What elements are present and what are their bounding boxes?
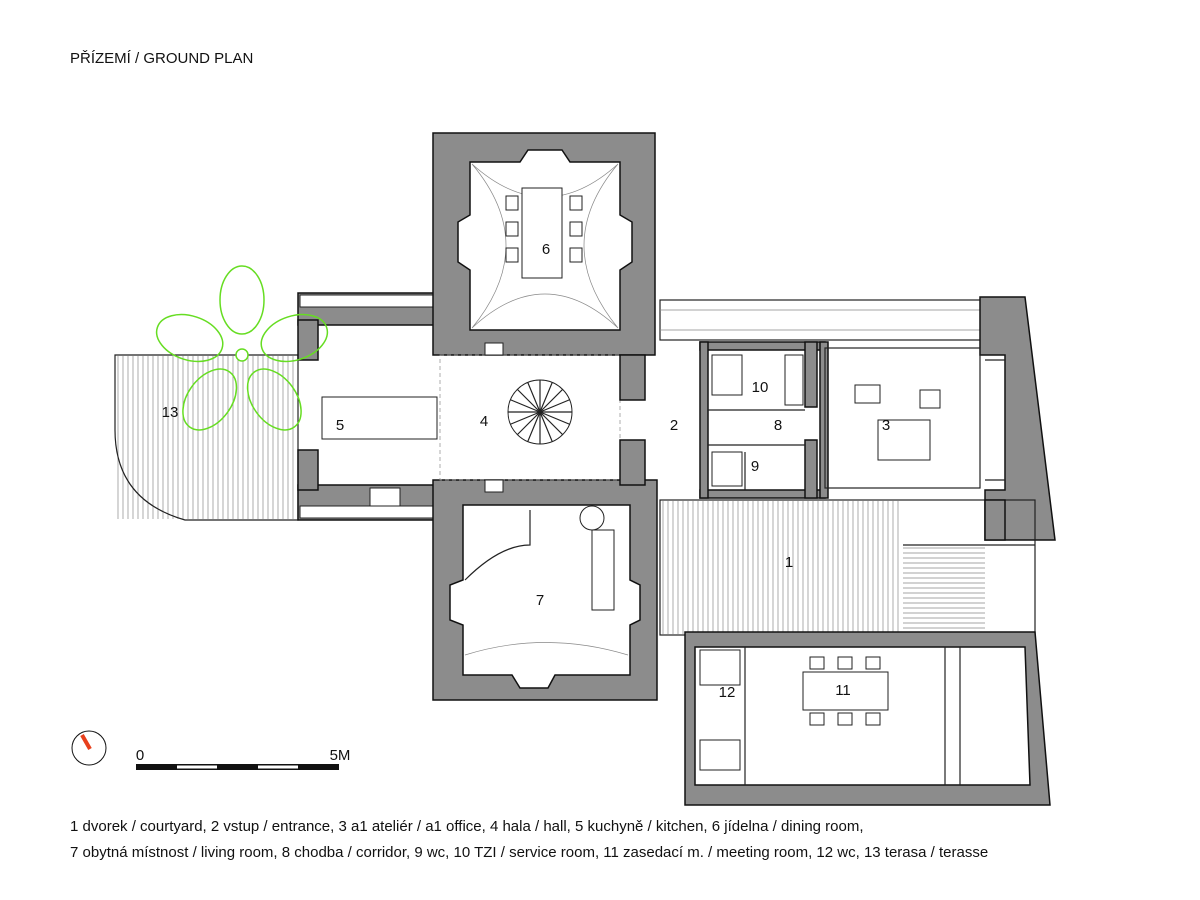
chair [505, 221, 519, 237]
room-label: 13 [162, 404, 179, 421]
kitchen-walls [297, 292, 441, 521]
stair-step [539, 388, 564, 413]
room-label: 9 [751, 458, 759, 475]
chair [569, 247, 583, 263]
dining-tower [432, 132, 656, 356]
stair-step [510, 399, 541, 413]
room-label: 12 [719, 684, 736, 701]
terrace-plant [155, 265, 329, 431]
plan-title: PŘÍZEMÍ / GROUND PLAN [70, 50, 254, 67]
plant-center [235, 348, 249, 362]
room-label: 2 [670, 417, 678, 434]
room-label: 11 [835, 682, 851, 699]
terrace-outline [114, 354, 299, 521]
scale-end-label: 5M [330, 747, 351, 764]
stair-step [539, 411, 570, 425]
scale-start-label: 0 [136, 747, 144, 764]
stair-step [516, 388, 541, 413]
scale-bar [136, 764, 339, 770]
chair [505, 195, 519, 211]
north-arrow-icon [80, 734, 92, 750]
chair [505, 247, 519, 263]
room-label: 10 [752, 379, 769, 396]
plant-leaf [246, 368, 302, 431]
chair [865, 712, 881, 726]
stair-step [516, 411, 541, 436]
chair [569, 195, 583, 211]
stair-step [539, 411, 564, 436]
chair [837, 712, 853, 726]
stair-step [527, 382, 541, 413]
stair-step [539, 411, 553, 442]
plant-leaf [155, 313, 224, 363]
stair-step [510, 411, 541, 425]
stair-step [539, 399, 570, 413]
hall [439, 342, 646, 493]
courtyard-outline [659, 499, 1036, 636]
room-label: 4 [480, 413, 488, 430]
room-label: 1 [785, 554, 793, 571]
legend-line-1: 1 dvorek / courtyard, 2 vstup / entrance… [70, 818, 864, 835]
legend-line-2: 7 obytná místnost / living room, 8 chodb… [70, 844, 989, 861]
plant-leaf [182, 368, 238, 431]
meeting-block [684, 631, 1051, 806]
chair [809, 712, 825, 726]
stair-step [539, 382, 553, 413]
chair [837, 656, 853, 670]
office-block [659, 296, 1056, 541]
chair [809, 656, 825, 670]
hatching [117, 356, 985, 634]
room-label: 6 [542, 241, 550, 258]
chair [865, 656, 881, 670]
plant-leaf [219, 265, 265, 335]
room-label: 3 [882, 417, 890, 434]
room-label: 5 [336, 417, 344, 434]
room-label: 7 [536, 592, 544, 609]
plant-leaf [260, 313, 329, 363]
chair [569, 221, 583, 237]
living-tower [432, 479, 658, 701]
stair-step [527, 411, 541, 442]
room-label: 8 [774, 417, 782, 434]
north-arrow-circle [71, 730, 107, 766]
